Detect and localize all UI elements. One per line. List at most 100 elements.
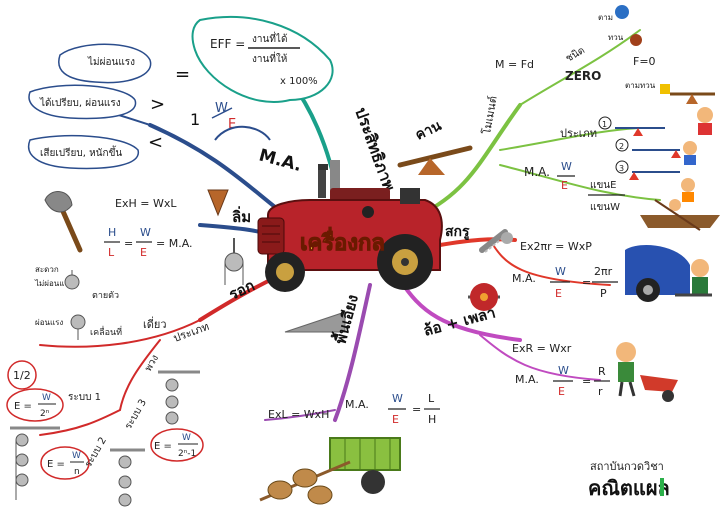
pulley-f2-num: W [72, 451, 81, 461]
logo: สถาบันกวดวิชา คณิตแผล [588, 460, 670, 500]
svg-text:1: 1 [602, 120, 607, 129]
inclined-plane-icon [284, 311, 346, 333]
pulley-movable-picture [70, 314, 86, 340]
pulley-fixed-label: ตายตัว [92, 291, 119, 301]
wedge-icon [207, 189, 229, 217]
ma-note-gt: ได้เปรียบ, ผ่อนแรง [39, 97, 121, 109]
inclined-formula: ExL = WxH [268, 408, 329, 421]
branch-line-lever-c [499, 164, 661, 201]
svg-text:=: = [124, 237, 133, 250]
wedge-formula: ExH = WxL [115, 197, 177, 210]
pulley-f1-den: 2ⁿ [40, 409, 50, 419]
screw-branch-label: สกรู [445, 224, 470, 240]
branch-line-inclined [333, 283, 372, 422]
lever-type-2: 2 [615, 138, 681, 158]
svg-text:2: 2 [619, 142, 624, 151]
cart-barrels-picture [259, 437, 401, 505]
efficiency-branch-label: ประสิทธิภาพ [351, 105, 399, 194]
planet-icon-1 [615, 5, 629, 19]
lever-arm-den: แขนW [590, 202, 620, 213]
center-title: เครื่องกล [300, 226, 385, 256]
lever-types-label: ประเภท [560, 127, 597, 140]
screw-formula: Ex2πr = WxP [520, 240, 592, 253]
pulley-branch-label: รอก [226, 276, 257, 303]
pulley-f2-lhs: E = [47, 459, 65, 470]
branch-line-pulley-c [39, 409, 121, 436]
inclined-ratio-num: L [428, 392, 435, 405]
screw-icon [479, 229, 513, 253]
wedge-ma-num: W [140, 226, 151, 239]
axe-picture [44, 191, 83, 253]
pulley-compound-label: พวง [143, 353, 161, 373]
inclined-ma-den: E [392, 413, 399, 426]
inclined-ma-num: W [392, 392, 403, 405]
lever-icon [397, 145, 473, 175]
svg-text:=: = [582, 276, 591, 289]
pulley-formula-3-bubble: E = W 2ⁿ-1 [150, 428, 204, 462]
lever-zero: ZERO [565, 69, 601, 83]
wheel-ma-num: W [558, 364, 569, 377]
screw-ma-num: W [555, 265, 566, 278]
lever-branch-label: คาน [413, 118, 444, 144]
planet-icon-2 [630, 34, 642, 46]
screw-ratio-num: 2πr [594, 265, 613, 278]
efficiency-formula-num: งานที่ได้ [252, 31, 287, 45]
compound-pulley-picture-3 [158, 370, 200, 425]
branch-line-screw-sub [489, 239, 611, 286]
wedge-ratio-den: L [108, 246, 115, 259]
lever-small-label-3: ตามทวน [625, 81, 656, 90]
lever-fulcrum-word: โมเมนต์ [479, 95, 500, 136]
branch-line-wheel-sub [479, 334, 601, 381]
wheel-axle-icon [468, 283, 500, 311]
inclined-ma-label: M.A. [345, 398, 369, 411]
pulley-f3-den: 2ⁿ-1 [178, 449, 196, 459]
ma-lt-sign: < [148, 132, 163, 153]
lever-small-label-1: ตาม [598, 13, 613, 22]
wheel-ma-label: M.A. [515, 373, 539, 386]
ma-note-lt: เสียเปรียบ, หนักขึ้น [40, 145, 122, 159]
efficiency-formula-den: งานที่ให้ [252, 51, 287, 65]
svg-text:=: = [582, 375, 591, 388]
branch-line-pulley-a [39, 319, 201, 348]
pulley-sys1-label: ระบบ 1 [68, 392, 101, 403]
lever-type-label: ชนิด [564, 45, 587, 65]
lever-picture-top [660, 84, 715, 104]
compound-pulley-picture-1 [10, 426, 60, 500]
wheel-ratio-den: r [598, 385, 603, 398]
branch-line-pulley-b [119, 339, 161, 411]
pulley-f1-lhs: E = [14, 401, 32, 412]
lever-picture-child-3 [681, 178, 695, 202]
lever-f-zero: F=0 [633, 55, 656, 68]
pulley-formula-2-bubble: E = W n [40, 446, 90, 480]
ma-one: 1 [190, 110, 200, 129]
pulley-sys2-label: ระบบ 2 [83, 435, 109, 469]
efficiency-formula-lhs: EFF = [210, 37, 245, 51]
ma-branch-label: M.A. [257, 146, 304, 177]
logo-line2: คณิตแผล [588, 476, 670, 500]
ma-formula-den: E [228, 117, 236, 132]
lever-type-1: 1 [598, 116, 665, 136]
car-jack-picture [625, 245, 712, 302]
lever-picture-boat [640, 199, 720, 231]
wheel-formula: ExR = Wxr [512, 342, 572, 355]
pulley-sys3-label: ระบบ 3 [123, 397, 149, 431]
lever-small-label-2: ทวน [608, 33, 624, 42]
pulley-icon-main [224, 238, 244, 285]
wedge-ratio-num: H [108, 226, 116, 239]
lever-ma-den: E [561, 179, 568, 192]
wedge-ma-den: E [140, 246, 147, 259]
lever-ma-label: M.A. [524, 165, 550, 179]
wheel-ratio-num: R [598, 365, 606, 378]
screw-ma-den: E [555, 287, 562, 300]
pulley-f3-lhs: E = [154, 441, 172, 452]
logo-line1: สถาบันกวดวิชา [590, 460, 664, 473]
pulley-half-text: 1/2 [13, 369, 31, 382]
lever-ma-num: W [561, 160, 572, 173]
pulley-fixed-note: ไม่ผ่อนแรง [34, 279, 73, 288]
svg-text:3: 3 [619, 164, 624, 173]
lever-moment-eq: M = Fd [495, 58, 534, 71]
pulley-fixed-picture [64, 270, 80, 290]
wheelbarrow-picture [616, 342, 678, 402]
lever-type-3: 3 [615, 160, 680, 180]
